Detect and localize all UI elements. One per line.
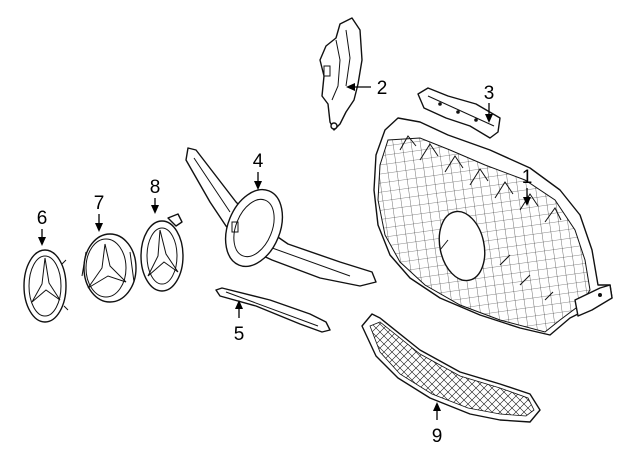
callout-9: 9	[432, 426, 443, 447]
star-bar-part	[185, 147, 377, 287]
callout-3: 3	[484, 83, 495, 104]
upper-strip-part	[417, 87, 501, 139]
callout-6: 6	[37, 208, 48, 229]
leader-lines	[38, 83, 531, 420]
callout-2: 2	[377, 78, 388, 99]
emblem-clip-part	[140, 213, 184, 292]
emblem-part	[23, 249, 69, 323]
callout-1: 1	[522, 167, 533, 188]
lower-trim-strip-part	[215, 287, 331, 333]
emblem-base-part	[81, 233, 137, 303]
lower-mesh-grille-part	[361, 313, 541, 423]
callout-8: 8	[150, 177, 161, 198]
bracket-part	[319, 17, 363, 131]
callout-7: 7	[94, 193, 105, 214]
callout-5: 5	[234, 324, 245, 345]
main-grille-part	[373, 117, 613, 336]
callout-4: 4	[253, 151, 264, 172]
